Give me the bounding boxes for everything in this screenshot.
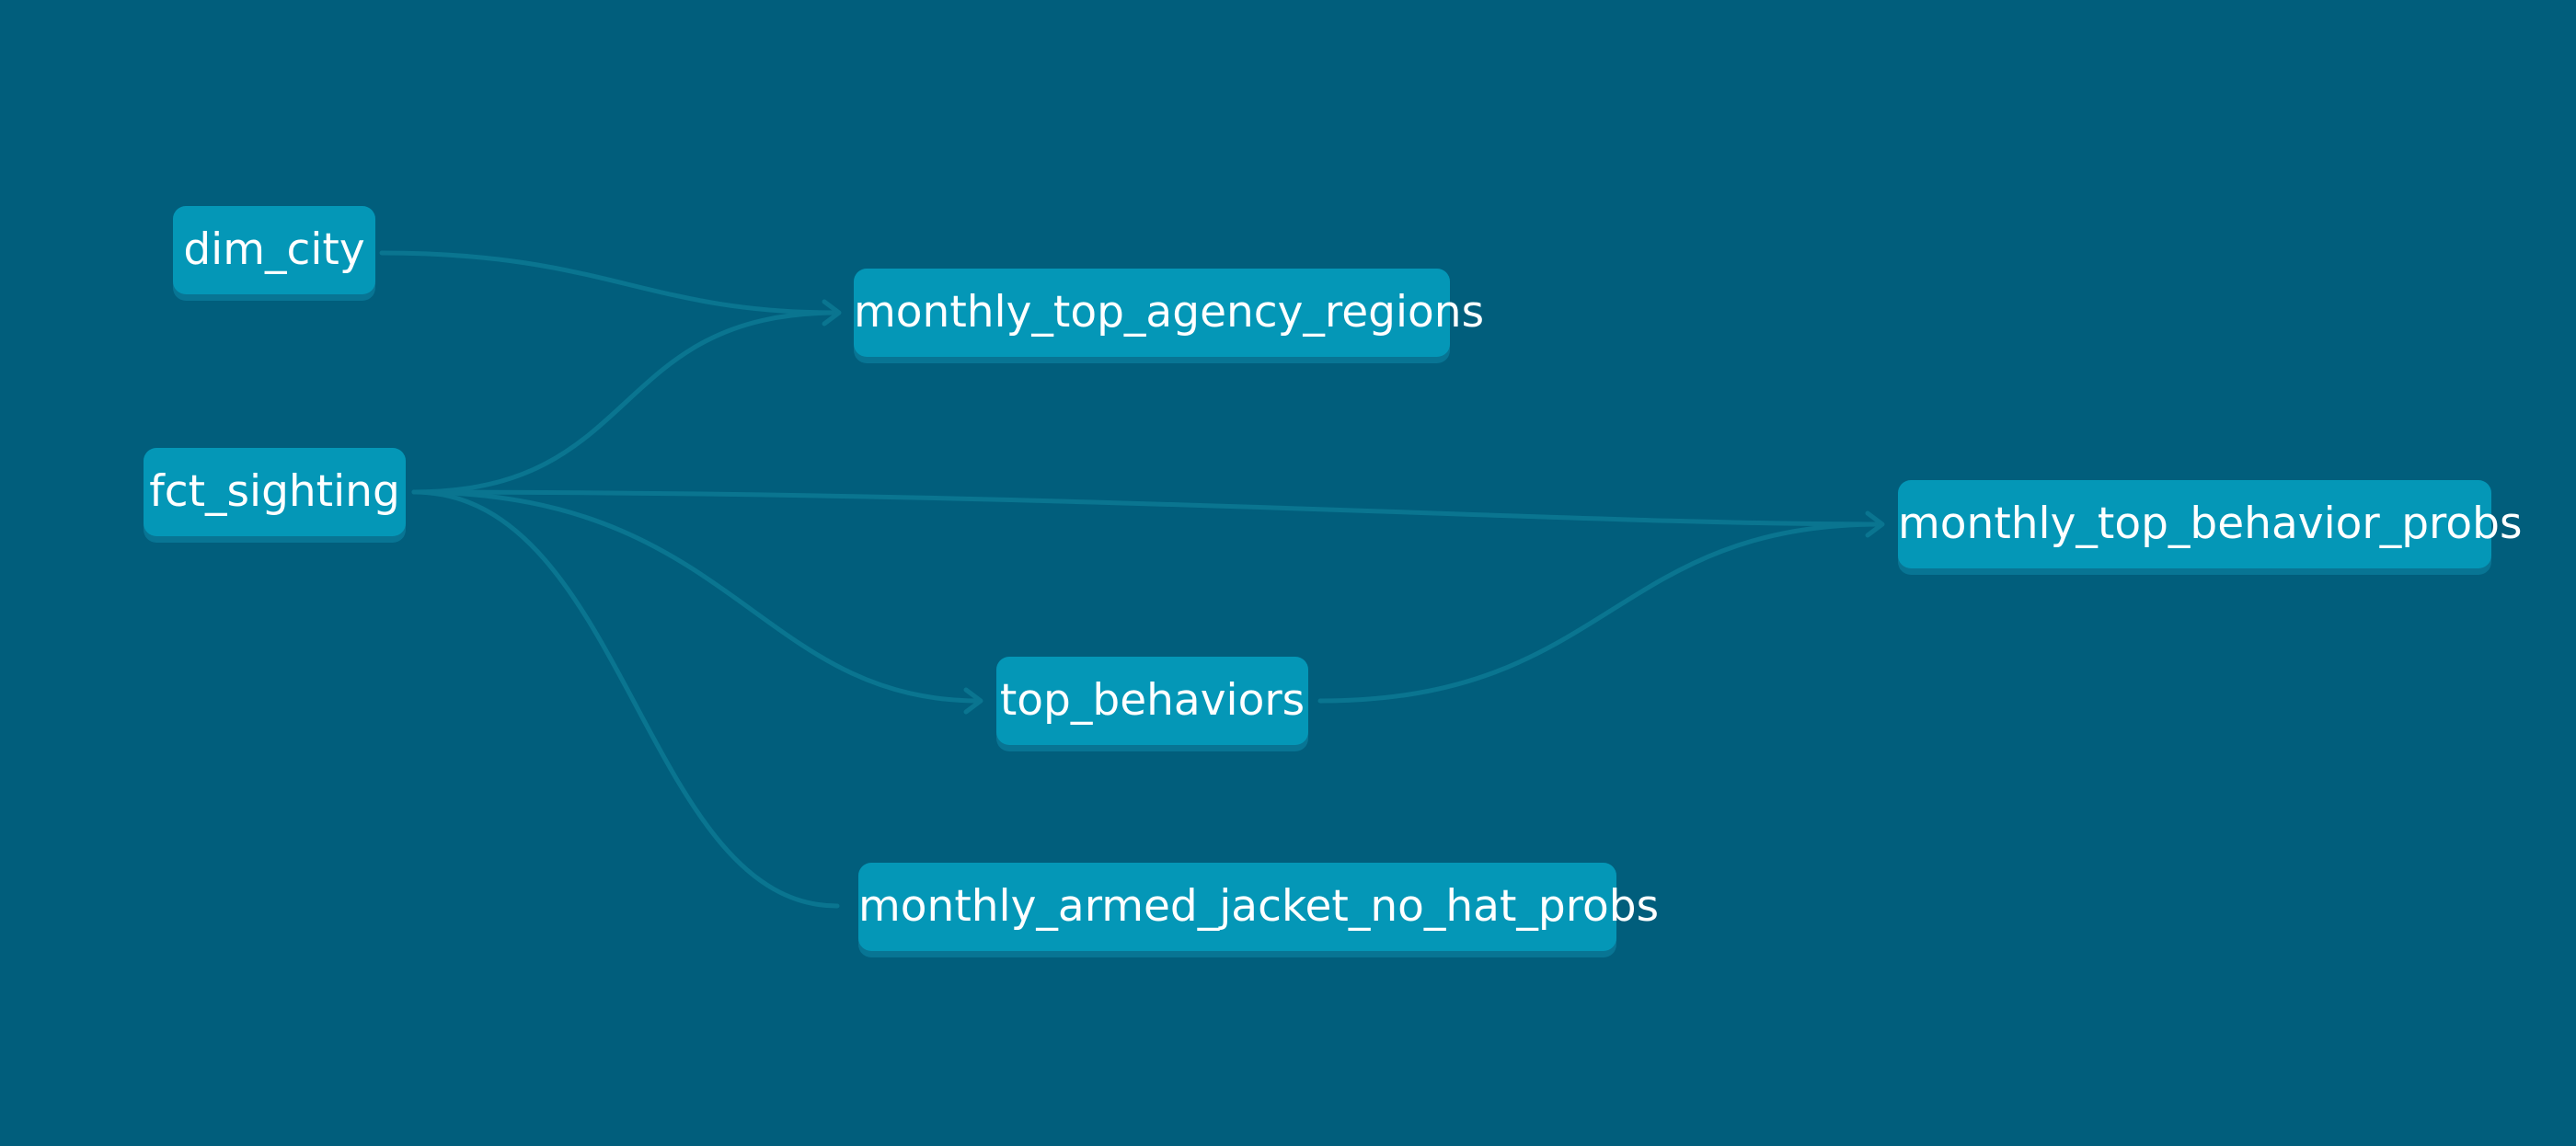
node-monthly-top-agency-regions[interactable]: monthly_top_agency_regions (854, 269, 1484, 357)
arrowhead-monthly-top-behavior-probs (1865, 510, 1885, 538)
node-monthly-top-behavior-probs[interactable]: monthly_top_behavior_probs (1898, 480, 2522, 568)
node-label: monthly_top_agency_regions (854, 287, 1485, 338)
edge-top-behaviors-to-monthly-top-behavior-probs (1317, 521, 1884, 704)
edge-dim-city-to-monthly-top-agency-regions (379, 250, 840, 315)
node-dim-city[interactable]: dim_city (173, 206, 375, 294)
node-label: fct_sighting (149, 466, 400, 517)
edge-fct-sighting-to-monthly-top-behavior-probs (411, 489, 1884, 527)
node-label: monthly_top_behavior_probs (1898, 499, 2523, 549)
node-fct-sighting[interactable]: fct_sighting (144, 448, 406, 536)
edge-fct-sighting-to-monthly-armed-jacket-no-hat-probs (411, 489, 840, 909)
node-label: dim_city (183, 224, 365, 275)
node-label: monthly_armed_jacket_no_hat_probs (858, 881, 1660, 932)
node-monthly-armed-jacket-no-hat-probs[interactable]: monthly_armed_jacket_no_hat_probs (858, 863, 1659, 951)
node-label: top_behaviors (999, 675, 1305, 726)
node-top-behaviors[interactable]: top_behaviors (996, 657, 1308, 745)
edge-fct-sighting-to-monthly-top-agency-regions (411, 310, 840, 495)
arrowhead-top-behaviors (963, 687, 983, 715)
arrowhead-monthly-top-agency-regions (822, 299, 842, 327)
edge-fct-sighting-to-top-behaviors (411, 489, 983, 704)
